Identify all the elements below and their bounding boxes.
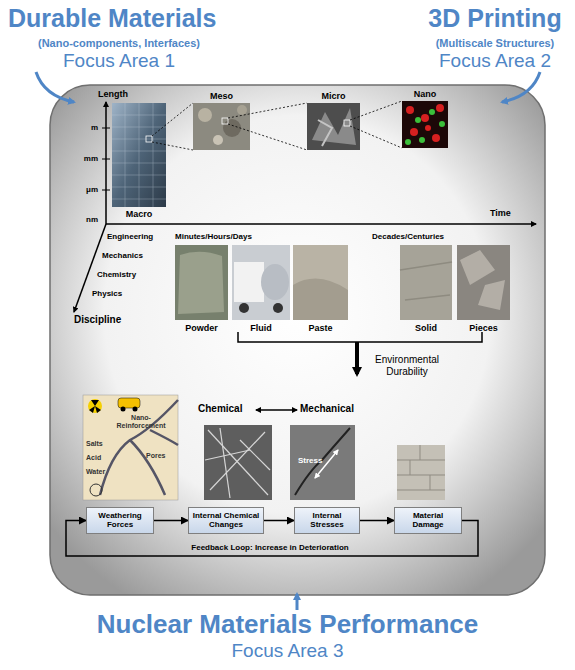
- axis-label: m: [70, 123, 98, 132]
- axis-label: Paste: [293, 323, 348, 333]
- process-box: Weathering Forces: [86, 507, 154, 534]
- axis-label: Chemical: [198, 403, 258, 415]
- box-text-group: Internal Chemical Changes: [191, 512, 261, 530]
- box-text: Internal Stresses: [297, 512, 357, 530]
- axis-label: Chemistry: [97, 270, 167, 279]
- flow-arrow: [154, 520, 188, 522]
- focus-heading: 3D Printing: [420, 4, 570, 33]
- axis-label: nm: [70, 215, 98, 224]
- axis-label: mm: [70, 154, 98, 163]
- flow-arrow: [264, 520, 294, 522]
- axis-label: μm: [70, 185, 98, 194]
- focus-area: Focus Area 3: [0, 640, 575, 662]
- axis-label: Pieces: [457, 323, 510, 333]
- axis-label: Time: [490, 208, 530, 218]
- axis-label: Discipline: [74, 314, 144, 326]
- focus-area: Focus Area 1: [8, 50, 230, 72]
- box-text-group: Weathering Forces: [89, 512, 151, 530]
- axis-label: Environmental Durability: [362, 354, 452, 377]
- axis-label: Water: [86, 468, 116, 476]
- box-text: Internal Chemical Changes: [191, 512, 261, 530]
- box-text: Weathering Forces: [89, 512, 151, 530]
- axis-label: Stress: [298, 456, 338, 465]
- axis-label: Mechanical: [300, 403, 370, 415]
- axis-label: Fluid: [232, 323, 290, 333]
- process-box: Material Damage: [394, 507, 462, 534]
- axis-label: Engineering: [107, 232, 177, 241]
- edge-label: Feedback Loop: Increase in Deterioration: [130, 543, 410, 552]
- axis-label: Decades/Centuries: [372, 232, 492, 241]
- axis-label: Physics: [92, 289, 162, 298]
- process-box: Internal Stresses: [294, 507, 360, 534]
- box-text: Material Damage: [397, 512, 459, 530]
- focus-heading: Nuclear Materials Performance: [0, 610, 575, 640]
- axis-label: Minutes/Hours/Days: [175, 232, 295, 241]
- axis-label: Pores: [146, 452, 176, 460]
- focus-subtitle: (Nano-components, Interfaces): [8, 37, 230, 50]
- axis-label: Salts: [86, 440, 116, 448]
- axis-label: Acid: [86, 454, 116, 462]
- axis-label: Mechanics: [102, 251, 172, 260]
- axis-label: Micro: [305, 91, 362, 101]
- axis-label: Meso: [193, 91, 250, 101]
- box-text-group: Material Damage: [397, 512, 459, 530]
- box-text-group: Internal Stresses: [297, 512, 357, 530]
- axis-label: Solid: [400, 323, 452, 333]
- focus-subtitle: (Multiscale Structures): [420, 37, 570, 50]
- axis-label: Length: [98, 89, 138, 99]
- axis-label: Powder: [175, 323, 228, 333]
- axis-label: Nano: [400, 89, 450, 99]
- axis-label: Macro: [114, 209, 164, 219]
- flow-arrow: [360, 520, 394, 522]
- axis-label: Nano-Reinforcement: [110, 414, 172, 430]
- focus-heading: Durable Materials: [8, 4, 248, 33]
- process-box: Internal Chemical Changes: [188, 507, 264, 534]
- focus-area: Focus Area 2: [420, 50, 570, 72]
